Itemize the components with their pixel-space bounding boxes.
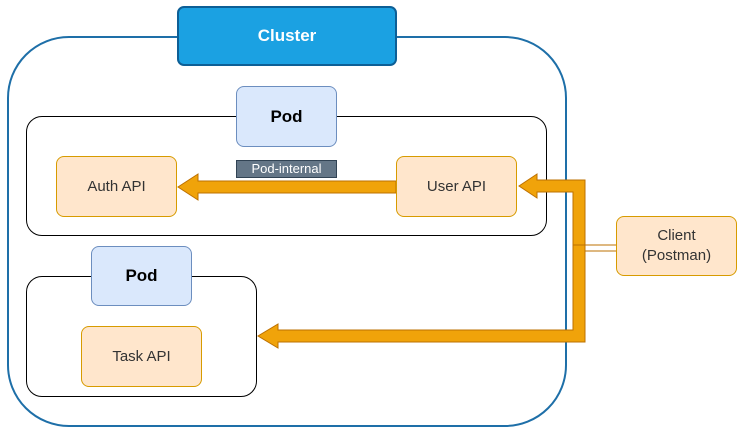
pod-internal-edge-label: Pod-internal [236,160,337,178]
cluster-label: Cluster [177,6,397,66]
pod-label-2: Pod [91,246,192,306]
user-api-node: User API [396,156,517,217]
client-label-line1: Client [657,227,696,244]
client-node: Client (Postman) [616,216,737,276]
arrow-client-to-user-api [518,173,616,252]
client-label-line2: (Postman) [641,247,712,264]
pod-label-1: Pod [236,86,337,147]
arrow-user-api-to-auth-api [177,173,397,201]
arrow-client-to-task-api [257,244,616,349]
task-api-node: Task API [81,326,202,387]
auth-api-node: Auth API [56,156,177,217]
